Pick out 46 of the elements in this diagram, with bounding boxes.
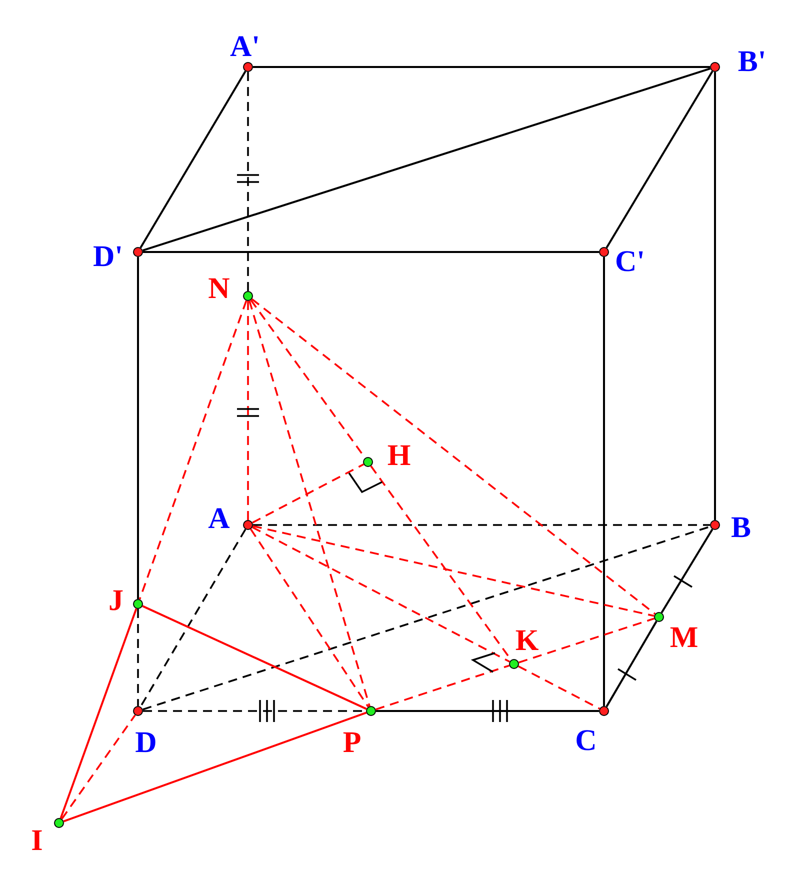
dashed-line [140,528,246,708]
dashed-line [252,525,654,617]
dashed-line [252,464,364,524]
dashed-line [252,526,510,662]
point-label: N [207,272,231,306]
line-segment [376,710,599,712]
dashed-line [142,526,711,710]
point-label: D' [92,240,124,274]
point-label: A' [229,30,261,64]
line-segment [714,72,716,520]
line-segment [63,712,367,822]
line-segment [603,257,605,706]
point-label: B [730,511,752,545]
point-label: J [108,584,124,618]
dashed-line [251,298,656,615]
dashed-line [137,609,139,706]
dashed-line [518,666,600,710]
point-label: P [342,726,362,760]
line-segment [143,251,599,253]
point-label: H [386,439,412,473]
line-segment [140,70,246,248]
line-segment [137,257,139,599]
dashed-line [247,72,249,291]
dashed-line [250,528,369,708]
dashed-line [248,300,370,706]
dashed-line [253,524,710,526]
line-segment [142,605,367,710]
dashed-line [375,664,510,710]
dashed-line [61,714,136,820]
point-label: M [668,621,700,655]
line-segment [606,620,658,708]
line-segment [660,528,714,614]
point-label: C [574,724,598,758]
dashed-line [518,618,655,664]
point-label: D [134,726,158,760]
point-label: I [30,824,44,858]
point-label: K [514,624,540,658]
line-segment [60,608,138,819]
line-segment [253,66,710,68]
dashed-line [247,301,249,520]
point-label: B' [736,45,768,79]
dashed-line [138,300,248,600]
point-label: A [207,502,231,536]
point-label: C' [614,245,646,279]
line-segment [606,70,714,248]
line-segment [142,68,711,252]
